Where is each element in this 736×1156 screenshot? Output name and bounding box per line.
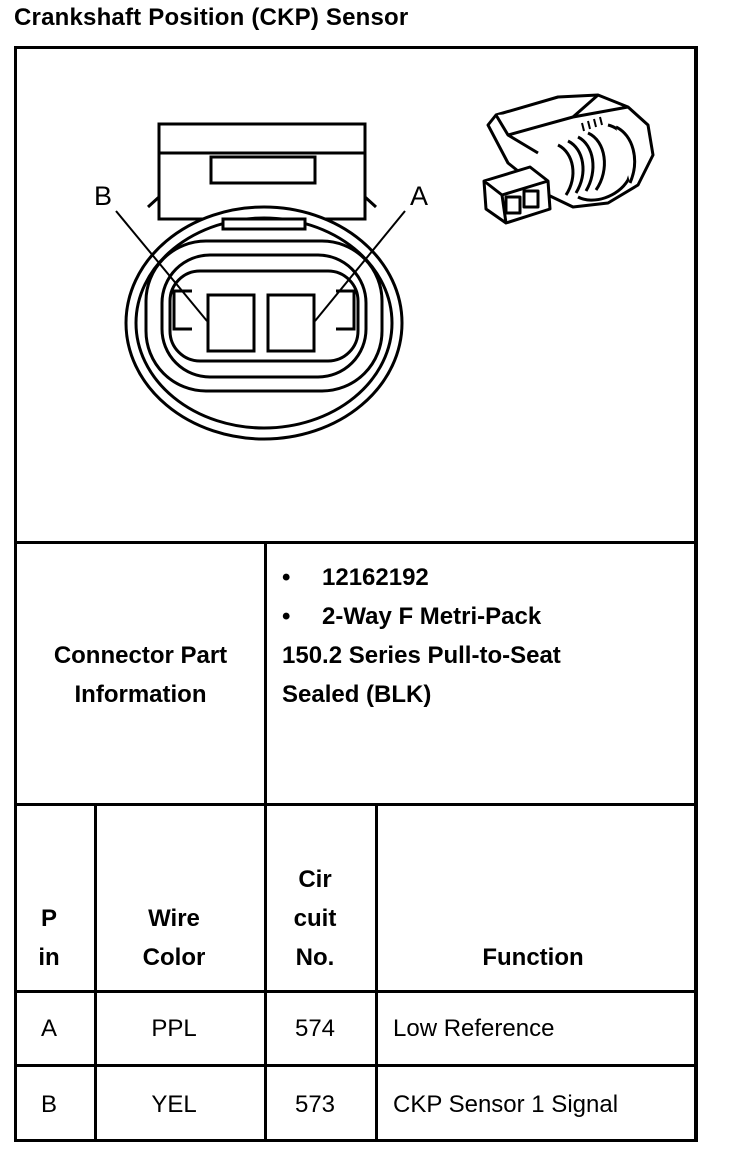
row-a-function: Low Reference — [393, 1015, 555, 1042]
part-info-bullet-item: • 12162192 — [282, 558, 692, 597]
header-circuit-line3: No. — [295, 944, 335, 971]
divider-header-bottom — [14, 990, 698, 993]
divider-col-circuit — [375, 803, 378, 1142]
divider-col-pin — [94, 803, 97, 1142]
row-b-function: CKP Sensor 1 Signal — [393, 1091, 619, 1118]
header-pin: P in — [17, 899, 81, 977]
header-wire-line1: Wire — [148, 905, 200, 932]
page-title: Crankshaft Position (CKP) Sensor — [14, 4, 409, 31]
header-circuit-line1: Cir — [298, 866, 332, 893]
label-a: A — [410, 181, 429, 211]
row-a-wire: PPL — [151, 1015, 197, 1042]
divider-partinfo-col — [264, 541, 267, 806]
divider-col-wire — [264, 803, 267, 1142]
row-b-wire: YEL — [151, 1091, 197, 1118]
row-b-circuit: 573 — [294, 1091, 336, 1118]
part-info-value: • 12162192 • 2-Way F Metri-Pack 150.2 Seri… — [282, 558, 692, 714]
connector-isometric-drawing — [482, 93, 655, 225]
header-wire-color: Wire Color — [97, 899, 251, 977]
part-info-continuation: Sealed (BLK) — [282, 681, 432, 708]
bullet-icon: • — [282, 603, 291, 630]
row-a-circuit: 574 — [294, 1015, 336, 1042]
connector-table-frame — [14, 46, 698, 1142]
label-b: B — [94, 181, 113, 211]
divider-partinfo-bottom — [14, 803, 698, 806]
part-info-label: Connector Part Information — [17, 636, 264, 714]
part-info-bullet-item: • 2-Way F Metri-Pack — [282, 597, 692, 636]
connector-type: 2-Way F Metri-Pack — [322, 603, 542, 630]
part-info-continuation: 150.2 Series Pull-to-Seat — [282, 642, 561, 669]
part-info-label-line1: Connector Part — [53, 642, 228, 669]
part-info-label-line2: Information — [74, 681, 207, 708]
connector-face-drawing — [115, 122, 406, 441]
header-circuit-line2: cuit — [293, 905, 337, 932]
row-b-pin: B — [40, 1091, 57, 1118]
part-number: 12162192 — [322, 564, 429, 591]
bullet-icon: • — [282, 564, 291, 591]
header-pin-line1: P — [40, 905, 57, 932]
header-wire-line2: Color — [142, 944, 206, 971]
divider-row-a-bottom — [14, 1064, 698, 1067]
header-function: Function — [482, 944, 584, 971]
header-pin-line2: in — [38, 944, 60, 971]
divider-diagram-bottom — [14, 541, 698, 544]
row-a-pin: A — [40, 1015, 57, 1042]
header-circuit-no: Cir cuit No. — [267, 860, 363, 977]
